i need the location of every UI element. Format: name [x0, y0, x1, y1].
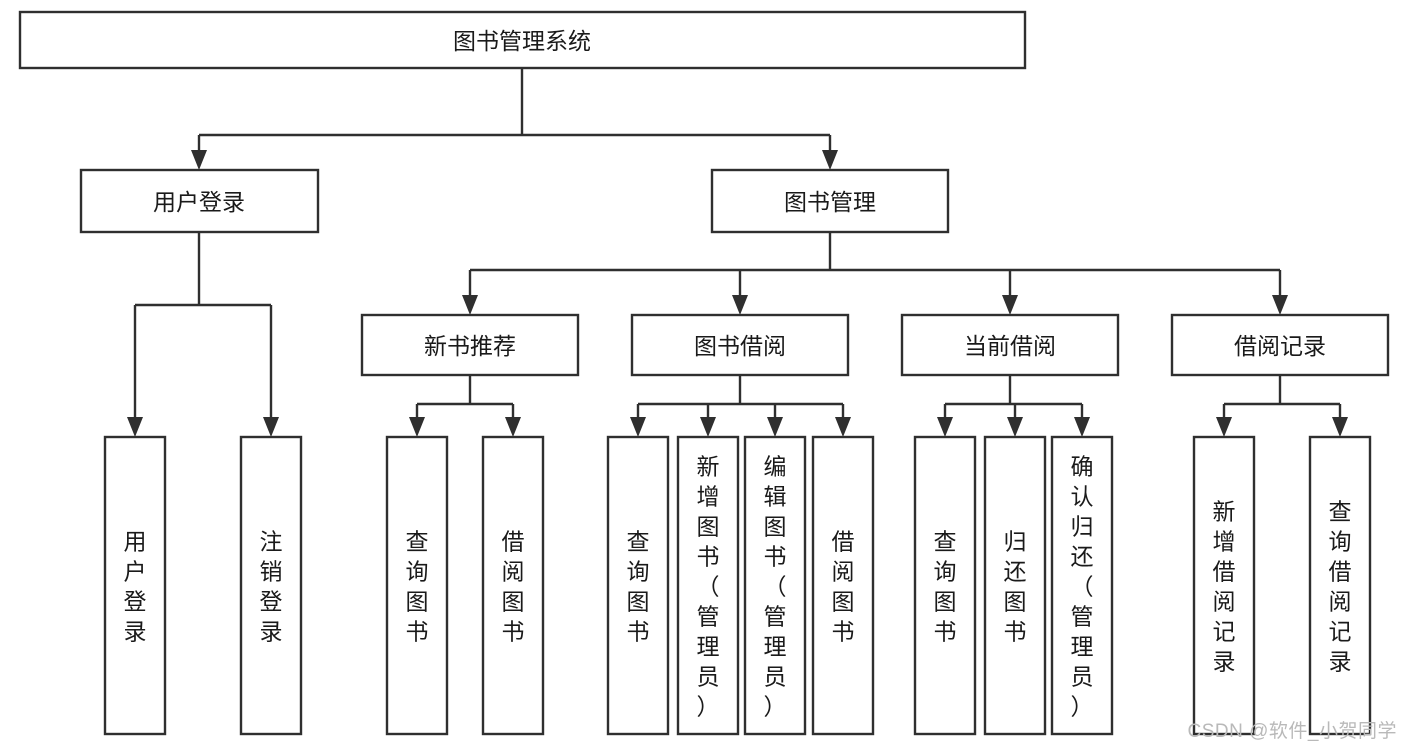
leaf-current-query-book[interactable]: 查询图书 [913, 435, 977, 736]
node-current-borrow[interactable]: 当前借阅 [900, 313, 1120, 377]
arrowhead-book-manage [822, 150, 838, 170]
node-book-borrow[interactable]: 图书借阅 [630, 313, 850, 377]
arrowhead-leaf-logout [263, 417, 279, 437]
leaf-borrow-add-book-box[interactable] [676, 435, 740, 736]
leaf-current-confirm-return-box[interactable] [1050, 435, 1114, 736]
leaf-borrow-query-book[interactable]: 查询图书 [606, 435, 670, 736]
leaf-user-login-label: 用户登录 [124, 528, 147, 644]
leaf-records-query-box[interactable] [1308, 435, 1372, 736]
arrowhead-borrow-query [630, 417, 646, 437]
node-user-login-box[interactable] [79, 168, 320, 234]
leaf-newbook-borrow-book[interactable]: 借阅图书 [481, 435, 545, 736]
arrowhead-current-query [937, 417, 953, 437]
leaf-borrow-edit-book-label: 编辑图书（管理员） [764, 453, 787, 719]
leaf-user-login-box[interactable] [103, 435, 167, 736]
leaf-borrow-lend-book-box[interactable] [811, 435, 875, 736]
leaf-records-add-label: 新增借阅记录 [1213, 498, 1236, 674]
leaf-borrow-add-book-label: 新增图书（管理员） [697, 453, 720, 719]
leaf-current-return-book[interactable]: 归还图书 [983, 435, 1047, 736]
node-book-management-box[interactable] [710, 168, 950, 234]
leaf-records-add[interactable]: 新增借阅记录 [1192, 435, 1256, 736]
arrowhead-book-borrow [732, 295, 748, 315]
leaf-records-query[interactable]: 查询借阅记录 [1308, 435, 1372, 736]
leaf-borrow-query-book-box[interactable] [606, 435, 670, 736]
leaf-borrow-add-book[interactable]: 新增图书（管理员） [676, 435, 740, 736]
leaf-borrow-query-book-label: 查询图书 [627, 528, 650, 644]
leaf-current-return-book-label: 归还图书 [1004, 528, 1027, 644]
leaf-borrow-edit-book-box[interactable] [743, 435, 807, 736]
connector-layer [127, 68, 1348, 437]
node-user-login-label: 用户登录 [153, 189, 245, 215]
node-user-login[interactable]: 用户登录 [79, 168, 320, 234]
leaf-newbook-query-book[interactable]: 查询图书 [385, 435, 449, 736]
leaf-logout[interactable]: 注销登录 [239, 435, 303, 736]
leaf-current-query-book-box[interactable] [913, 435, 977, 736]
node-current-borrow-label: 当前借阅 [964, 333, 1056, 359]
leaf-current-confirm-return-label: 确认归还（管理员） [1071, 453, 1094, 719]
node-current-borrow-box[interactable] [900, 313, 1120, 377]
leaf-newbook-borrow-book-label: 借阅图书 [502, 528, 525, 644]
arrowhead-borrow-lend [835, 417, 851, 437]
leaf-logout-label: 注销登录 [260, 528, 283, 644]
arrowhead-current-return [1007, 417, 1023, 437]
leaf-records-query-label: 查询借阅记录 [1329, 498, 1352, 674]
leaf-borrow-lend-book-label: 借阅图书 [832, 528, 855, 644]
node-new-book-recommend-label: 新书推荐 [424, 333, 516, 359]
leaf-current-return-book-box[interactable] [983, 435, 1047, 736]
arrowhead-user-login [191, 150, 207, 170]
arrowhead-newbook-query [409, 417, 425, 437]
leaf-logout-box[interactable] [239, 435, 303, 736]
arrowhead-borrow-edit [767, 417, 783, 437]
node-root-box[interactable] [18, 10, 1027, 70]
leaf-current-confirm-return[interactable]: 确认归还（管理员） [1050, 435, 1114, 736]
node-book-borrow-box[interactable] [630, 313, 850, 377]
node-book-management[interactable]: 图书管理 [710, 168, 950, 234]
leaf-newbook-query-book-label: 查询图书 [406, 528, 429, 644]
leaf-newbook-query-book-box[interactable] [385, 435, 449, 736]
node-book-borrow-label: 图书借阅 [694, 333, 786, 359]
node-borrow-records-label: 借阅记录 [1234, 333, 1326, 359]
arrowhead-records-add [1216, 417, 1232, 437]
node-root[interactable]: 图书管理系统 [18, 10, 1027, 70]
leaf-borrow-edit-book[interactable]: 编辑图书（管理员） [743, 435, 807, 736]
arrowhead-current-borrow [1002, 295, 1018, 315]
leaf-records-add-box[interactable] [1192, 435, 1256, 736]
arrowhead-borrow-record [1272, 295, 1288, 315]
arrowhead-newbook-borrow [505, 417, 521, 437]
node-borrow-records[interactable]: 借阅记录 [1170, 313, 1390, 377]
arrowhead-current-confirm [1074, 417, 1090, 437]
leaf-user-login[interactable]: 用户登录 [103, 435, 167, 736]
leaf-borrow-lend-book[interactable]: 借阅图书 [811, 435, 875, 736]
node-book-management-label: 图书管理 [784, 189, 876, 215]
arrowhead-borrow-add [700, 417, 716, 437]
arrowhead-leaf-user-login [127, 417, 143, 437]
arrowhead-records-query [1332, 417, 1348, 437]
node-root-label: 图书管理系统 [453, 28, 591, 54]
arrowhead-new-book [462, 295, 478, 315]
node-borrow-records-box[interactable] [1170, 313, 1390, 377]
node-new-book-recommend-box[interactable] [360, 313, 580, 377]
leaf-newbook-borrow-book-box[interactable] [481, 435, 545, 736]
node-new-book-recommend[interactable]: 新书推荐 [360, 313, 580, 377]
leaf-current-query-book-label: 查询图书 [934, 528, 957, 644]
